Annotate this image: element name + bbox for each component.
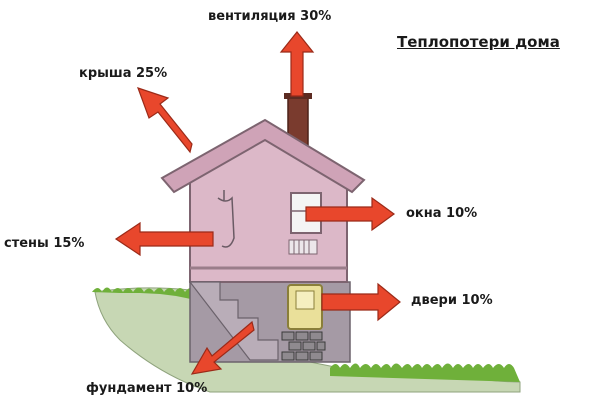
diagram-title: Теплопотери дома <box>397 33 560 51</box>
wall-pipe <box>217 190 235 248</box>
door-window <box>295 290 315 310</box>
arrow-roof <box>137 87 193 154</box>
grass <box>92 287 195 300</box>
label-foundation: фундамент 10% <box>86 381 208 396</box>
stairs <box>188 281 279 361</box>
arrow-foundation <box>190 320 255 375</box>
label-ventilation: вентиляция 30% <box>208 9 332 24</box>
label-roof: крыша 25% <box>79 66 168 81</box>
arrow-doors <box>321 282 401 322</box>
arrow-walls <box>114 221 214 257</box>
arrows <box>114 31 401 375</box>
label-walls: стены 15% <box>4 236 85 251</box>
arrow-ventilation <box>279 31 315 97</box>
radiator <box>288 239 318 255</box>
grass-right <box>330 363 520 382</box>
arrow-windows <box>305 196 396 232</box>
label-doors: двери 10% <box>411 293 493 308</box>
foundation-bricks <box>281 331 326 361</box>
roof <box>160 118 366 194</box>
label-windows: окна 10% <box>406 206 478 221</box>
